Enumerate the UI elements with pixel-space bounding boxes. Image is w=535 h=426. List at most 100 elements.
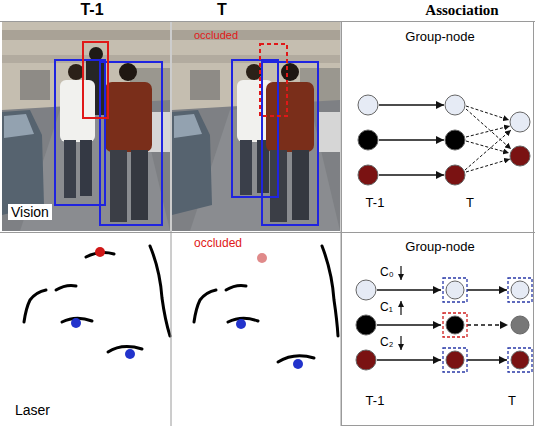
laser-scan xyxy=(194,290,216,322)
laser-detection xyxy=(95,247,105,257)
group-box xyxy=(508,278,532,302)
association-arrow xyxy=(377,290,508,360)
group-node xyxy=(358,95,530,185)
association-arrow xyxy=(379,174,444,175)
camera-image xyxy=(172,22,340,231)
camera-image xyxy=(2,22,170,231)
camera-image xyxy=(68,64,84,80)
camera-image xyxy=(262,62,318,225)
panel-grid xyxy=(0,22,535,426)
camera-image xyxy=(2,110,44,215)
laser-detection xyxy=(257,253,267,263)
cost-label: C₁ xyxy=(380,301,393,315)
camera-image xyxy=(119,63,137,81)
group-node xyxy=(511,351,529,369)
group-box xyxy=(443,278,467,302)
occlusion-note: occluded xyxy=(194,237,242,251)
cost-label: C₀ xyxy=(380,266,394,280)
laser-detection xyxy=(236,319,246,329)
group-node xyxy=(356,350,376,370)
camera-image xyxy=(2,22,170,231)
association-arrow xyxy=(467,359,507,360)
association-arrow xyxy=(379,105,444,175)
cost-direction-arrow xyxy=(400,266,401,350)
panel-grid xyxy=(171,22,172,426)
candidate-association xyxy=(465,130,511,170)
camera-image xyxy=(100,62,162,225)
group-node xyxy=(446,351,464,369)
association-arrow xyxy=(467,324,508,325)
camera-image xyxy=(20,70,50,100)
camera-image xyxy=(131,150,148,220)
camera-image xyxy=(240,140,252,195)
association-arrow xyxy=(377,324,441,325)
time-label: T-1 xyxy=(366,394,385,409)
cost-label: C₂ xyxy=(380,336,393,350)
laser-scan xyxy=(322,246,338,336)
column-header: T xyxy=(217,1,227,19)
time-label: T xyxy=(508,394,516,409)
candidate-association xyxy=(466,126,510,137)
group-box xyxy=(508,348,532,372)
column-header: Association xyxy=(425,2,498,19)
panel-grid xyxy=(0,232,535,233)
camera-image xyxy=(2,30,170,40)
camera-image xyxy=(89,47,103,61)
laser-scan xyxy=(226,286,246,291)
modality-label: Laser xyxy=(12,402,53,418)
time-label: T xyxy=(466,196,474,211)
group-box xyxy=(443,348,467,372)
camera-image xyxy=(80,140,92,196)
association-arrow xyxy=(379,104,444,105)
group-node xyxy=(510,146,530,166)
group-node xyxy=(445,95,465,115)
camera-image xyxy=(318,112,340,152)
group-box xyxy=(443,278,532,372)
panel-grid xyxy=(342,22,534,426)
candidate-association xyxy=(466,159,510,172)
laser-detection xyxy=(293,359,303,369)
laser-scan xyxy=(108,347,142,352)
camera-image xyxy=(281,63,299,81)
laser-scan xyxy=(150,246,170,336)
camera-image xyxy=(292,150,309,220)
group-node xyxy=(358,165,378,185)
group-node xyxy=(511,281,529,299)
laser-detection xyxy=(71,318,81,328)
group-node-title: Group-node xyxy=(405,240,474,255)
group-node xyxy=(511,316,529,334)
camera-image xyxy=(172,22,340,231)
camera-image xyxy=(172,110,212,215)
camera-image xyxy=(83,42,108,118)
group-node xyxy=(510,112,530,132)
association-arrow xyxy=(467,289,507,290)
group-node xyxy=(358,95,378,115)
camera-image xyxy=(105,82,152,152)
group-node xyxy=(446,281,464,299)
laser-scan xyxy=(194,246,338,362)
camera-image xyxy=(260,44,287,116)
group-node xyxy=(445,165,465,185)
occlusion-note: occluded xyxy=(194,29,238,42)
laser-scan xyxy=(24,290,46,322)
camera-image xyxy=(110,150,127,222)
cost-direction-arrow xyxy=(400,301,401,315)
camera-image xyxy=(55,60,105,205)
association-arrow xyxy=(377,359,441,360)
laser-detection xyxy=(125,349,135,359)
laser-scan xyxy=(56,286,76,291)
camera-image xyxy=(190,70,220,100)
group-node xyxy=(356,280,376,300)
modality-label: Vision xyxy=(8,204,52,220)
laser-detection xyxy=(71,247,135,359)
time-label: T-1 xyxy=(366,196,385,211)
group-node xyxy=(445,130,465,150)
group-node xyxy=(358,130,378,150)
cost-direction-arrow xyxy=(400,336,401,350)
candidate-association xyxy=(466,141,509,153)
camera-image xyxy=(4,114,34,138)
association-arrow xyxy=(377,289,441,290)
column-header: T-1 xyxy=(80,1,103,19)
